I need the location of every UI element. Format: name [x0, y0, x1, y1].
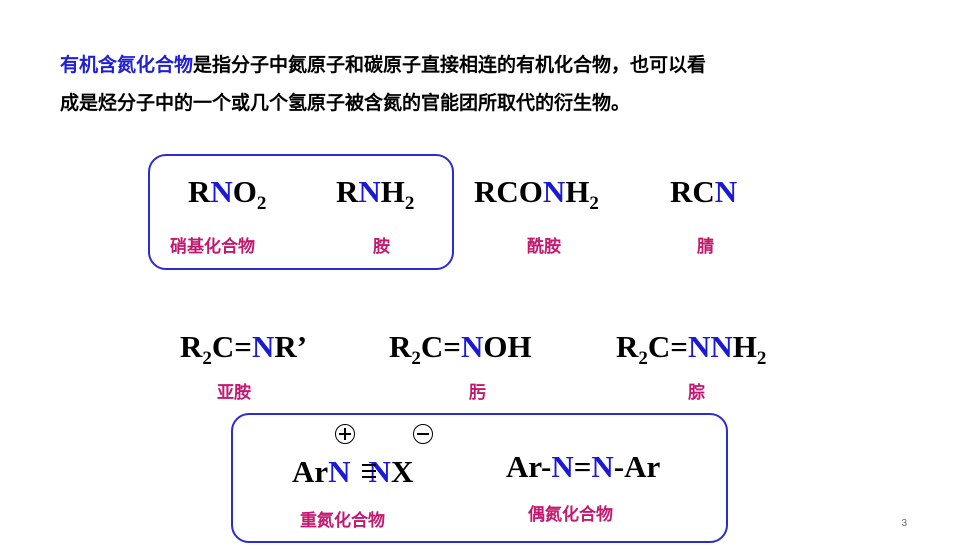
- diazonium-label: 重氮化合物: [300, 511, 385, 531]
- amine-formula: RNH2: [336, 174, 415, 214]
- nitro-amine-box: [148, 154, 454, 270]
- oxime-formula: R2C=NOH: [389, 329, 532, 369]
- imine-formula: R2C=NR’: [180, 329, 308, 369]
- nitrile-label: 腈: [697, 237, 714, 257]
- amide-formula: RCONH2: [474, 174, 599, 214]
- hydrazone-formula: R2C=NNH2: [616, 329, 767, 369]
- page-number: 3: [901, 518, 907, 529]
- negative-charge-icon: [413, 424, 433, 444]
- imine-label: 亚胺: [217, 383, 251, 403]
- nitro-formula: RNO2: [188, 174, 267, 214]
- intro-paragraph: 有机含氮化合物是指分子中氮原子和碳原子直接相连的有机化合物，也可以看 成是烃分子…: [60, 46, 930, 122]
- nitrile-formula: RCN: [670, 174, 738, 209]
- azo-formula: Ar-N=N-Ar: [506, 449, 661, 484]
- triple-bond-icon: [362, 463, 376, 478]
- diazo-azo-box: [231, 413, 728, 543]
- hydrazone-label: 腙: [688, 383, 705, 403]
- intro-term: 有机含氮化合物: [60, 54, 194, 76]
- nitro-label: 硝基化合物: [170, 237, 255, 257]
- positive-charge-icon: [335, 424, 355, 444]
- oxime-label: 肟: [469, 383, 486, 403]
- intro-line1-rest: 是指分子中氮原子和碳原子直接相连的有机化合物，也可以看: [193, 54, 707, 76]
- azo-label: 偶氮化合物: [528, 505, 613, 525]
- intro-line2: 成是烃分子中的一个或几个氢原子被含氮的官能团所取代的衍生物。: [60, 92, 631, 114]
- amine-label: 胺: [373, 237, 390, 257]
- amide-label: 酰胺: [527, 237, 561, 257]
